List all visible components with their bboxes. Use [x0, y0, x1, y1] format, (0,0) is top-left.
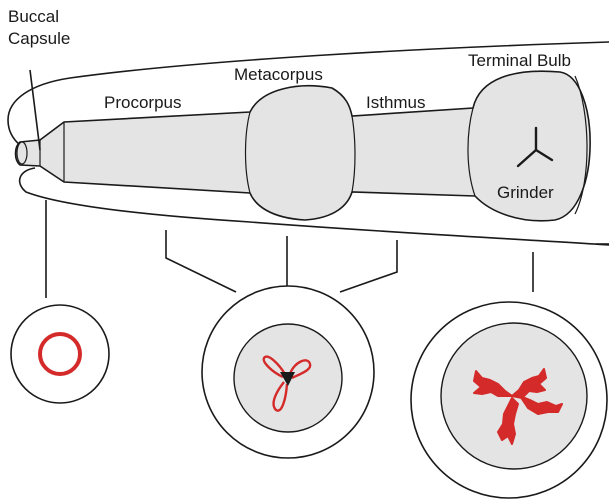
cross-section-terminal-bulb: [411, 302, 607, 498]
procorpus-label: Procorpus: [104, 93, 181, 112]
connector-procorpus: [166, 230, 236, 292]
cross-section-corpus: [202, 286, 374, 458]
buccal-capsule-pointer: [30, 70, 40, 150]
buccal-label-line2: Capsule: [8, 29, 70, 48]
buccal-label-line1: Buccal: [8, 7, 59, 26]
terminal-bulb-label: Terminal Bulb: [468, 51, 571, 70]
grinder-label: Grinder: [497, 183, 554, 202]
cross-section-buccal: [11, 305, 109, 403]
metacorpus-label: Metacorpus: [234, 65, 323, 84]
mouth-opening: [17, 142, 27, 164]
connector-isthmus: [340, 240, 397, 292]
isthmus-label: Isthmus: [366, 93, 426, 112]
